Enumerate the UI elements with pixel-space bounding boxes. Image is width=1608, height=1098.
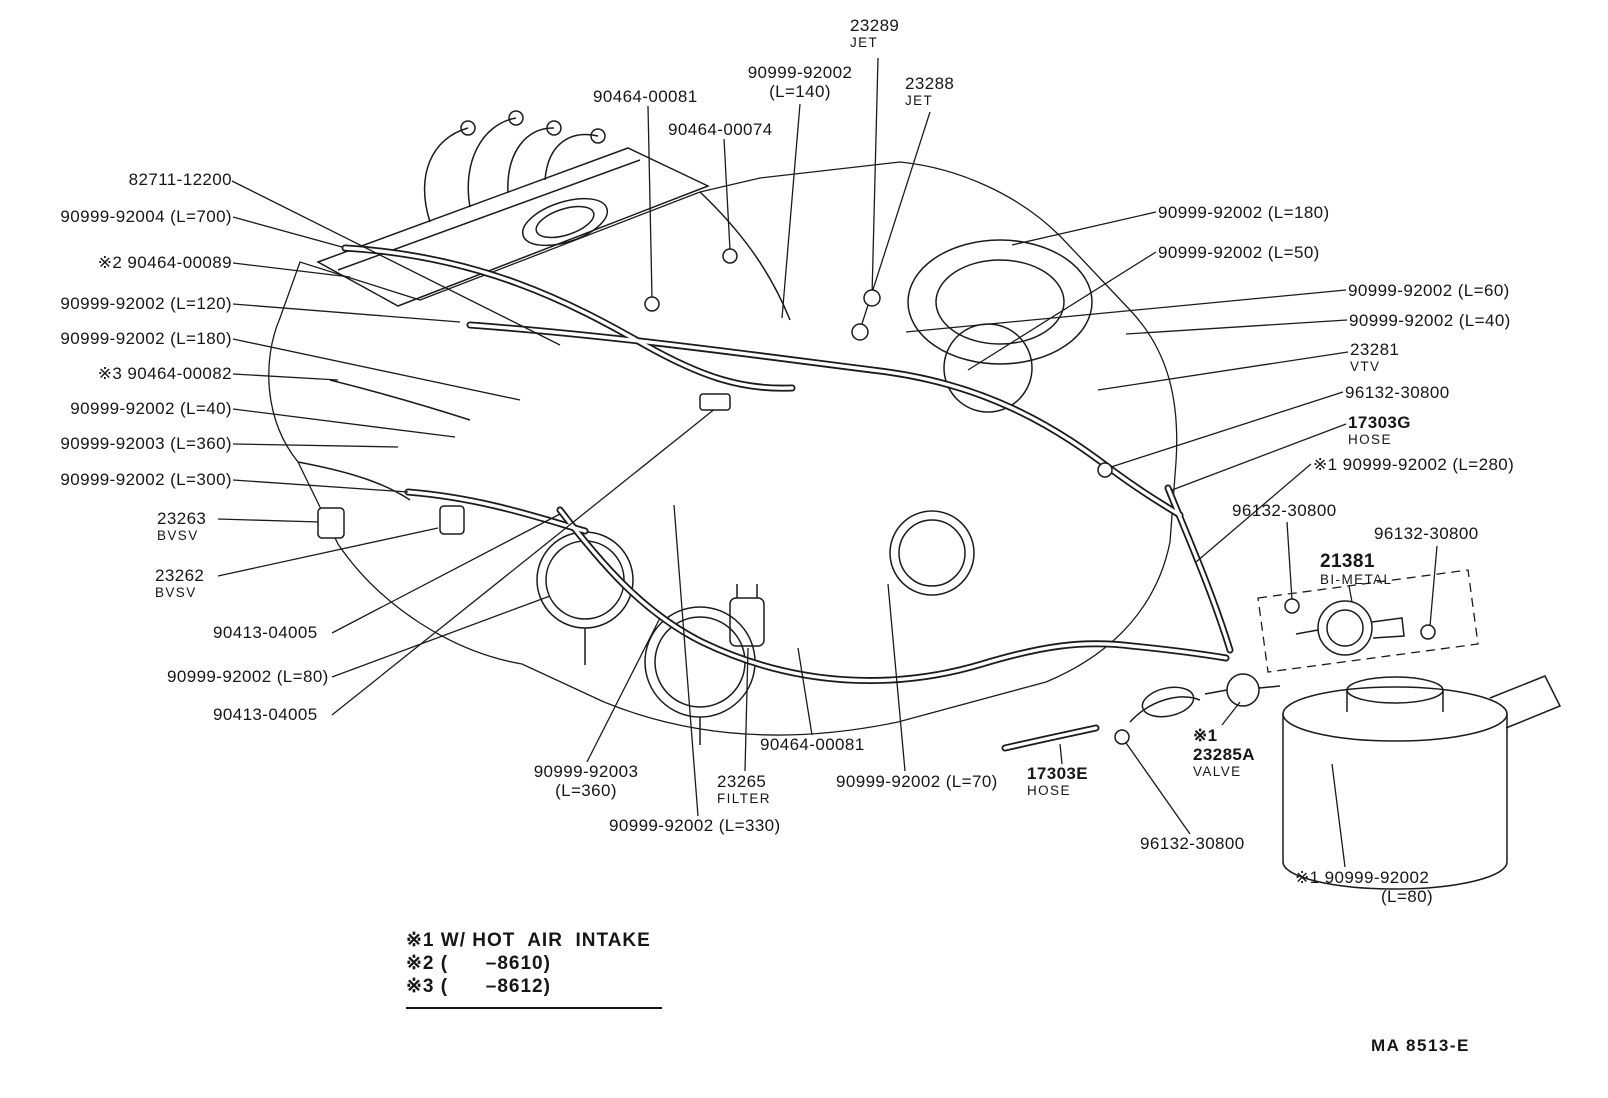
label-90999-92002-l40-right: 90999-92002 (L=40) bbox=[1349, 311, 1511, 330]
label-90999-92002-l180-left: 90999-92002 (L=180) bbox=[60, 329, 232, 348]
label-96132-30800-4: 96132-30800 bbox=[1140, 834, 1245, 853]
footnote-legend: ※1 W/ HOT AIR INTAKE ※2 ( –8610) ※3 ( –8… bbox=[406, 929, 662, 1009]
label-23265-filter: 23265 FILTER bbox=[717, 772, 771, 807]
label-90999-92004-l700: 90999-92004 (L=700) bbox=[60, 207, 232, 226]
label-23288-jet: 23288 JET bbox=[905, 74, 955, 109]
legend-item-2: ※2 ( –8610) bbox=[406, 953, 551, 974]
label-17303g-hose: 17303G HOSE bbox=[1348, 413, 1411, 448]
label-21381-bimetal: 21381 BI-METAL bbox=[1320, 551, 1393, 588]
label-90464-00089: ※2 90464-00089 bbox=[97, 253, 232, 272]
label-90999-92002-l70: 90999-92002 (L=70) bbox=[836, 772, 998, 791]
label-23263-bvsv: 23263 BVSV bbox=[157, 509, 207, 544]
legend-item-1: ※1 W/ HOT AIR INTAKE bbox=[406, 930, 651, 951]
label-23262-bvsv: 23262 BVSV bbox=[155, 566, 205, 601]
label-90464-00081-top: 90464-00081 bbox=[593, 87, 698, 106]
label-23289-jet: 23289 JET bbox=[850, 16, 900, 51]
label-90464-00074: 90464-00074 bbox=[668, 120, 773, 139]
label-90999-92002-l300: 90999-92002 (L=300) bbox=[60, 470, 232, 489]
label-90999-92002-l50: 90999-92002 (L=50) bbox=[1158, 243, 1320, 262]
label-90999-92002-l80-left: 90999-92002 (L=80) bbox=[167, 667, 329, 686]
label-90999-92002-l330: 90999-92002 (L=330) bbox=[609, 816, 781, 835]
label-90999-92002-l180-right: 90999-92002 (L=180) bbox=[1158, 203, 1330, 222]
label-82711-12200: 82711-12200 bbox=[128, 170, 232, 189]
label-96132-30800-2: 96132-30800 bbox=[1232, 501, 1337, 520]
label-90999-92002-l80-right: ※1 90999-92002 (L=80) bbox=[1295, 868, 1434, 907]
label-90999-92002-l60: 90999-92002 (L=60) bbox=[1348, 281, 1510, 300]
label-90413-04005-upper: 90413-04005 bbox=[213, 623, 318, 642]
label-90999-92003-l360-bottom: 90999-92003 (L=360) bbox=[533, 762, 639, 801]
label-90999-92002-l120: 90999-92002 (L=120) bbox=[60, 294, 232, 313]
label-96132-30800-3: 96132-30800 bbox=[1374, 524, 1479, 543]
label-90999-92002-l140: 90999-92002 (L=140) bbox=[747, 63, 853, 102]
label-90999-92002-l40-left: 90999-92002 (L=40) bbox=[70, 399, 232, 418]
label-90999-92003-l360-left: 90999-92003 (L=360) bbox=[60, 434, 232, 453]
fittings bbox=[317, 248, 1436, 745]
label-96132-30800-1: 96132-30800 bbox=[1345, 383, 1450, 402]
figure-code: MA 8513-E bbox=[1371, 1036, 1470, 1055]
legend-item-3: ※3 ( –8612) bbox=[406, 976, 551, 997]
label-23285a-valve: ※1 23285A VALVE bbox=[1193, 726, 1255, 780]
leader-lines bbox=[217, 57, 1438, 868]
label-17303e-hose: 17303E HOSE bbox=[1027, 764, 1089, 799]
label-90413-04005-lower: 90413-04005 bbox=[213, 705, 318, 724]
label-90999-92002-l280: ※1 90999-92002 (L=280) bbox=[1313, 455, 1515, 474]
label-90464-00081-bottom: 90464-00081 bbox=[760, 735, 865, 754]
label-90464-00082: ※3 90464-00082 bbox=[97, 364, 232, 383]
label-23281-vtv: 23281 VTV bbox=[1350, 340, 1400, 375]
